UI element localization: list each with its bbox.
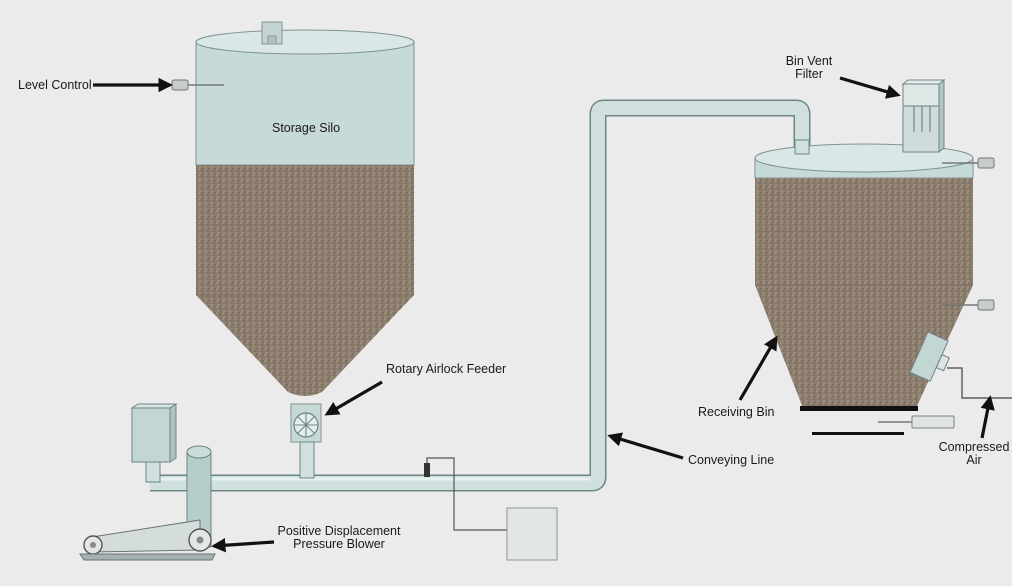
label-receiving-bin: Receiving Bin <box>698 405 775 419</box>
arrow-receiving-bin <box>738 335 778 401</box>
label-bin-vent-filter: Bin Vent Filter <box>778 55 840 81</box>
receiving-bin <box>754 139 1012 435</box>
storage-silo <box>171 21 415 396</box>
pressure-blower <box>79 403 216 561</box>
label-storage-silo: Storage Silo <box>272 121 341 135</box>
label-rotary-airlock-feeder: Rotary Airlock Feeder <box>386 362 507 376</box>
label-bin-vent-line1: Bin Vent <box>785 54 833 68</box>
arrow-rotary-airlock <box>324 380 383 416</box>
arrow-bin-vent <box>839 76 901 99</box>
label-compressed-air: Compressed Air <box>936 441 1012 467</box>
label-conveying-line: Conveying Line <box>688 453 775 467</box>
label-compressed-air-line2: Air <box>966 453 982 467</box>
rotary-airlock-feeder <box>290 403 322 479</box>
label-pressure-blower: Positive Displacement Pressure Blower <box>276 525 402 551</box>
arrow-compressed-air <box>980 395 995 439</box>
label-blower-line1: Positive Displacement <box>277 524 401 538</box>
bin-vent-filter <box>901 78 946 154</box>
pressure-switch <box>424 457 558 561</box>
label-blower-line2: Pressure Blower <box>293 537 385 551</box>
arrow-blower <box>211 538 275 553</box>
label-bin-vent-line2: Filter <box>795 67 823 81</box>
label-compressed-air-line1: Compressed <box>938 440 1010 454</box>
label-level-control: Level Control <box>18 78 92 92</box>
conveying-pipe <box>150 99 811 492</box>
arrow-conveying-line <box>607 432 684 460</box>
